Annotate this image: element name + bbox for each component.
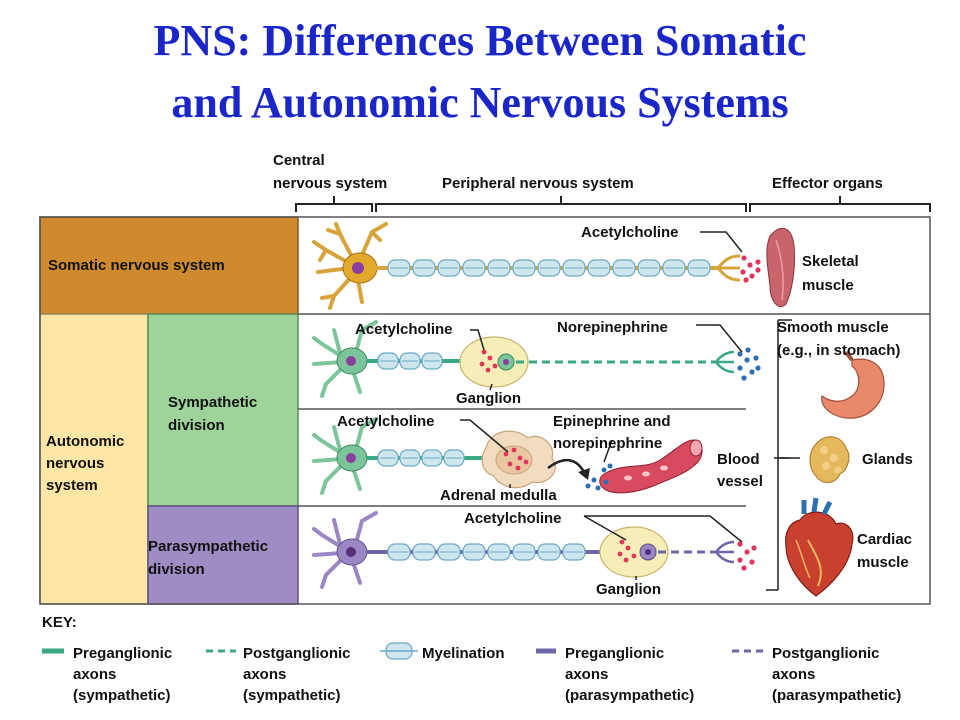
label-epinephrine-2: norepinephrine bbox=[553, 435, 663, 452]
effector-connector bbox=[766, 319, 800, 591]
header-pns: Peripheral nervous system bbox=[442, 175, 634, 192]
row-label-somatic: Somatic nervous system bbox=[48, 257, 225, 274]
row-label-parasympathetic-2: division bbox=[148, 561, 205, 578]
label-glands: Glands bbox=[862, 451, 913, 468]
key-swatch-myelination bbox=[380, 642, 418, 660]
key-item-4-line3: (parasympathetic) bbox=[565, 687, 695, 704]
label-epinephrine-1: Epinephrine and bbox=[553, 413, 671, 430]
key-title: KEY: bbox=[42, 614, 77, 631]
epinephrine-dots bbox=[585, 463, 613, 491]
label-cardiac-1: Cardiac bbox=[857, 531, 913, 548]
key-item-4-line2: axons bbox=[565, 666, 609, 683]
label-skeletal-1: Skeletal bbox=[802, 253, 859, 270]
blood-vessel-icon bbox=[599, 439, 703, 494]
parasympathetic-ganglion bbox=[599, 526, 669, 578]
key-item-3-line1: Myelination bbox=[422, 645, 505, 662]
row-label-autonomic-1: Autonomic bbox=[46, 433, 125, 450]
key-item-1-line1: Preganglionic bbox=[73, 645, 173, 662]
ach-adrenal-leader bbox=[460, 419, 509, 453]
label-skeletal-2: muscle bbox=[802, 277, 854, 294]
key-item-5-line2: axons bbox=[772, 666, 816, 683]
label-blood-2: vessel bbox=[717, 473, 763, 490]
somatic-ach-dots bbox=[740, 255, 761, 283]
somatic-myelin bbox=[387, 259, 711, 277]
label-ach-adrenal: Acetylcholine bbox=[337, 413, 435, 430]
header-effectors: Effector organs bbox=[772, 175, 883, 192]
sympathetic-neuron-1 bbox=[312, 320, 378, 398]
key-item-1-line3: (sympathetic) bbox=[73, 687, 171, 704]
row-label-sympathetic-2: division bbox=[168, 417, 225, 434]
label-norepinephrine: Norepinephrine bbox=[557, 319, 668, 336]
label-ach-para: Acetylcholine bbox=[464, 510, 562, 527]
label-blood-1: Blood bbox=[717, 451, 760, 468]
label-smooth-2: (e.g., in stomach) bbox=[777, 342, 901, 359]
key-item-2-line1: Postganglionic bbox=[243, 645, 351, 662]
key-item-5-line1: Postganglionic bbox=[772, 645, 880, 662]
heart-icon bbox=[785, 497, 854, 597]
label-adrenal-medulla: Adrenal medulla bbox=[440, 487, 557, 504]
header-cns-line2: nervous system bbox=[273, 175, 388, 192]
sympathetic-ganglion bbox=[459, 336, 529, 388]
norepinephrine-dots-1 bbox=[737, 347, 761, 381]
release-arrow-head bbox=[578, 468, 590, 480]
label-smooth-1: Smooth muscle bbox=[777, 319, 889, 336]
parasympathetic-neuron bbox=[312, 511, 378, 589]
key-item-4-line1: Preganglionic bbox=[565, 645, 665, 662]
symp-myelin-1 bbox=[377, 352, 443, 370]
ach-somatic-leader bbox=[700, 231, 743, 253]
row-label-autonomic-3: system bbox=[46, 477, 98, 494]
norepinephrine-leader bbox=[696, 324, 743, 353]
symp-terminal-1 bbox=[715, 350, 735, 374]
key-item-1-line2: axons bbox=[73, 666, 117, 683]
symp-myelin-2 bbox=[377, 449, 465, 467]
title-line-2: and Autonomic Nervous Systems bbox=[171, 78, 789, 127]
ach-para-leader bbox=[584, 515, 743, 543]
para-ach-dots bbox=[737, 541, 757, 571]
label-ach-somatic: Acetylcholine bbox=[581, 224, 679, 241]
somatic-neuron bbox=[312, 222, 388, 310]
label-ganglion-para: Ganglion bbox=[596, 581, 661, 598]
header-cns-line1: Central bbox=[273, 152, 325, 169]
ach-symp-leader bbox=[470, 329, 485, 351]
skeletal-muscle-icon bbox=[766, 227, 795, 308]
epinephrine-leader bbox=[603, 439, 613, 463]
row-dividers bbox=[298, 313, 930, 507]
key-item-5-line3: (parasympathetic) bbox=[772, 687, 902, 704]
label-ganglion-symp: Ganglion bbox=[456, 390, 521, 407]
para-myelin bbox=[387, 543, 586, 561]
row-label-autonomic-2: nervous bbox=[46, 455, 105, 472]
row-label-sympathetic-1: Sympathetic bbox=[168, 394, 258, 411]
glands-icon bbox=[809, 436, 850, 483]
label-ach-symp: Acetylcholine bbox=[355, 321, 453, 338]
key-item-2-line3: (sympathetic) bbox=[243, 687, 341, 704]
release-arrow bbox=[547, 459, 586, 473]
label-cardiac-2: muscle bbox=[857, 554, 909, 571]
sympathetic-label-cell bbox=[147, 313, 299, 507]
header-brackets bbox=[295, 196, 931, 212]
title-line-1: PNS: Differences Between Somatic bbox=[153, 16, 807, 65]
ganglion-symp-leader bbox=[489, 383, 493, 391]
diagram-outer-frame bbox=[39, 216, 931, 605]
row-label-parasympathetic-1: Parasympathetic bbox=[148, 538, 269, 555]
key-item-2-line2: axons bbox=[243, 666, 287, 683]
parasympathetic-label-cell bbox=[147, 505, 299, 605]
para-terminal bbox=[715, 540, 735, 564]
stomach-icon bbox=[821, 350, 885, 419]
ach-para-leader-2 bbox=[583, 515, 627, 541]
somatic-axon-terminal bbox=[716, 254, 741, 282]
